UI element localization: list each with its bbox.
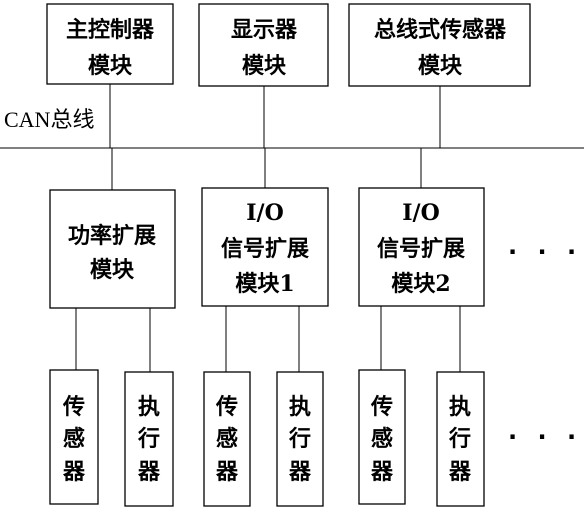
top-module-bus-sensor: 总线式传感器 模块 <box>348 3 531 87</box>
io-expansion-2-label-line-1: I/O <box>402 200 440 226</box>
actuator-2-char-1: 执 <box>289 394 311 420</box>
sensor-2-char-1: 传 <box>215 394 238 420</box>
io-expansion-1-label-line-3: 模块1 <box>235 271 294 297</box>
sensor-1-char-1: 传 <box>62 394 85 420</box>
io-expansion-2-label-line-2: 信号扩展 <box>377 236 465 262</box>
actuator-2-char-2: 行 <box>288 426 311 452</box>
sensor-3-char-1: 传 <box>370 394 393 420</box>
expansion-module-io-1: I/O 信号扩展 模块1 <box>201 187 329 307</box>
actuator-3-char-2: 行 <box>448 426 471 452</box>
top-module-display: 显示器 模块 <box>198 3 329 87</box>
actuator-2-char-3: 器 <box>288 459 312 485</box>
actuator-3-char-3: 器 <box>448 459 472 485</box>
sensor-2-char-3: 器 <box>215 459 239 485</box>
power-expansion-label-line-2: 模块 <box>90 257 135 283</box>
io-expansion-1-label-line-1: I/O <box>246 200 284 226</box>
io-expansion-1-label-line-2: 信号扩展 <box>221 236 309 262</box>
sensor-3-char-2: 感 <box>371 426 393 452</box>
actuator-1-char-3: 器 <box>137 459 161 485</box>
power-expansion-label-line-1: 功率扩展 <box>68 223 156 249</box>
io-expansion-2-label-line-3: 模块2 <box>391 271 450 297</box>
sensor-1-char-3: 器 <box>62 459 86 485</box>
device-actuator-2: 执 行 器 <box>276 371 324 507</box>
more-devices-ellipsis: · · · <box>508 423 582 451</box>
device-sensor-2: 传 感 器 <box>203 371 251 507</box>
more-expansion-modules-ellipsis: · · · <box>508 238 582 266</box>
sensor-2-char-2: 感 <box>216 426 238 452</box>
bus-sensor-label-line-2: 模块 <box>418 53 463 79</box>
actuator-1-char-2: 行 <box>137 426 160 452</box>
actuator-3-char-1: 执 <box>449 394 471 420</box>
device-sensor-3: 传 感 器 <box>358 369 406 505</box>
device-actuator-3: 执 行 器 <box>436 371 485 507</box>
bus-sensor-label-line-1: 总线式传感器 <box>374 17 507 43</box>
expansion-module-power: 功率扩展 模块 <box>49 189 176 309</box>
top-module-main-controller: 主控制器 模块 <box>46 3 174 85</box>
can-bus-label: CAN总线 <box>4 107 94 132</box>
display-label-line-1: 显示器 <box>231 17 298 43</box>
device-sensor-1: 传 感 器 <box>49 369 99 505</box>
actuator-1-char-1: 执 <box>138 394 160 420</box>
sensor-1-char-2: 感 <box>63 426 85 452</box>
expansion-module-io-2: I/O 信号扩展 模块2 <box>358 187 485 307</box>
main-controller-label-line-1: 主控制器 <box>66 17 155 43</box>
device-actuator-1: 执 行 器 <box>124 371 174 507</box>
display-label-line-2: 模块 <box>242 53 287 79</box>
main-controller-label-line-2: 模块 <box>88 53 133 79</box>
sensor-3-char-3: 器 <box>370 459 394 485</box>
